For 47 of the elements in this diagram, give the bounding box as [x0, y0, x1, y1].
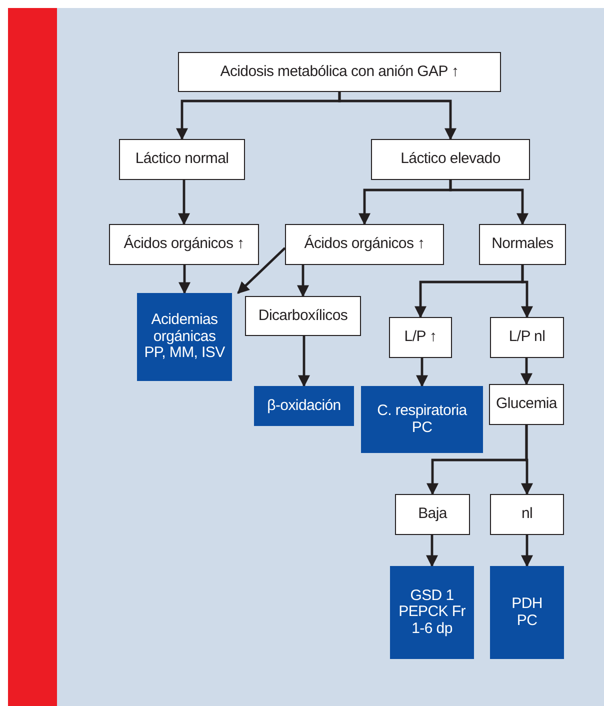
arrow — [449, 180, 528, 226]
process-box — [119, 139, 245, 180]
process-box — [490, 494, 564, 535]
arrow — [520, 358, 532, 386]
result-box — [137, 293, 232, 381]
process-box — [245, 296, 361, 336]
arrow — [521, 535, 533, 568]
arrow — [416, 358, 428, 388]
arrow — [237, 247, 286, 294]
process-box — [395, 494, 470, 535]
node-text: Acidemias orgánicas PP, MM, ISV — [143, 312, 226, 362]
result-box — [490, 566, 564, 659]
node-text: L/P nl — [508, 329, 546, 346]
node-text: PDH PC — [510, 596, 544, 629]
process-box — [389, 317, 452, 358]
arrow — [297, 265, 309, 298]
node-text: Láctico elevado — [400, 151, 500, 168]
result-box — [254, 386, 354, 426]
arrow — [521, 265, 533, 318]
node-text: C. respiratoria PC — [376, 403, 468, 436]
arrow — [426, 535, 438, 568]
process-box — [479, 224, 566, 265]
node-text: Dicarboxílicos — [258, 308, 348, 324]
arrow — [178, 265, 190, 294]
node-text: Acidosis metabólica con anión GAP ↑ — [220, 64, 459, 80]
node-text: β-oxidación — [267, 398, 341, 414]
node-text: Baja — [418, 506, 447, 523]
arrow — [338, 92, 456, 140]
node-text: Glucemia — [496, 396, 557, 413]
node-text: nl — [521, 506, 533, 523]
arrow — [178, 180, 190, 226]
result-box — [390, 566, 474, 659]
node-text: Ácidos orgánicos ↑ — [124, 236, 244, 253]
process-box — [178, 52, 501, 92]
process-box — [371, 139, 530, 180]
process-box — [490, 317, 564, 358]
result-box — [361, 386, 483, 453]
arrow — [298, 336, 310, 388]
node-text: L/P ↑ — [404, 329, 437, 346]
node-text: GSD 1 PEPCK Fr 1-6 dp — [398, 588, 466, 638]
process-box — [489, 384, 564, 425]
node-text: Láctico normal — [135, 151, 229, 168]
arrow — [521, 425, 533, 496]
process-box — [285, 224, 444, 265]
node-text: Normales — [492, 236, 554, 253]
node-text: Ácidos orgánicos ↑ — [304, 236, 425, 253]
process-box — [109, 224, 259, 265]
